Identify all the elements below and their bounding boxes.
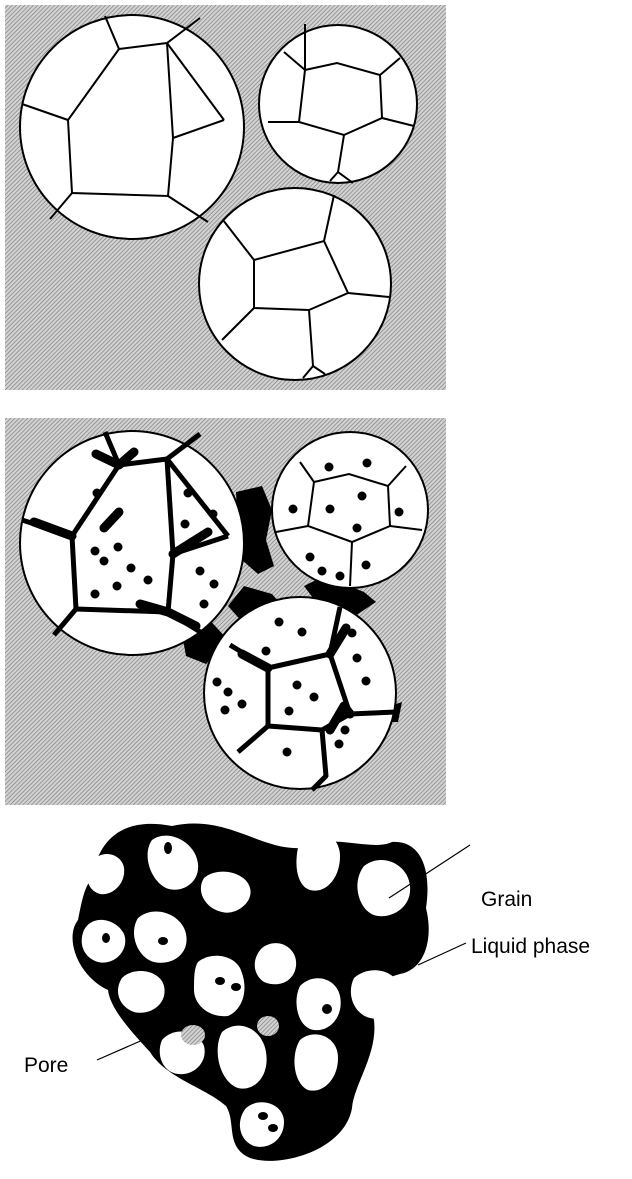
pore-left xyxy=(181,1025,205,1045)
label-grain: Grain xyxy=(481,888,532,911)
pore-right xyxy=(257,1016,279,1036)
label-pore: Pore xyxy=(24,1054,68,1077)
particle-large-left xyxy=(20,15,244,239)
particle-small-right-wetted xyxy=(272,432,428,588)
particle-small-right xyxy=(259,24,417,183)
panel-liquid-formation xyxy=(5,418,446,805)
particle-bottom xyxy=(199,188,391,380)
label-liquid-phase: Liquid phase xyxy=(471,935,590,958)
particle-large-left-wetted xyxy=(20,431,244,655)
panel-loose-particles xyxy=(5,5,446,390)
panel-densified-compact: Grain Liquid phase Pore xyxy=(24,824,590,1161)
particle-bottom-wetted xyxy=(204,597,396,790)
